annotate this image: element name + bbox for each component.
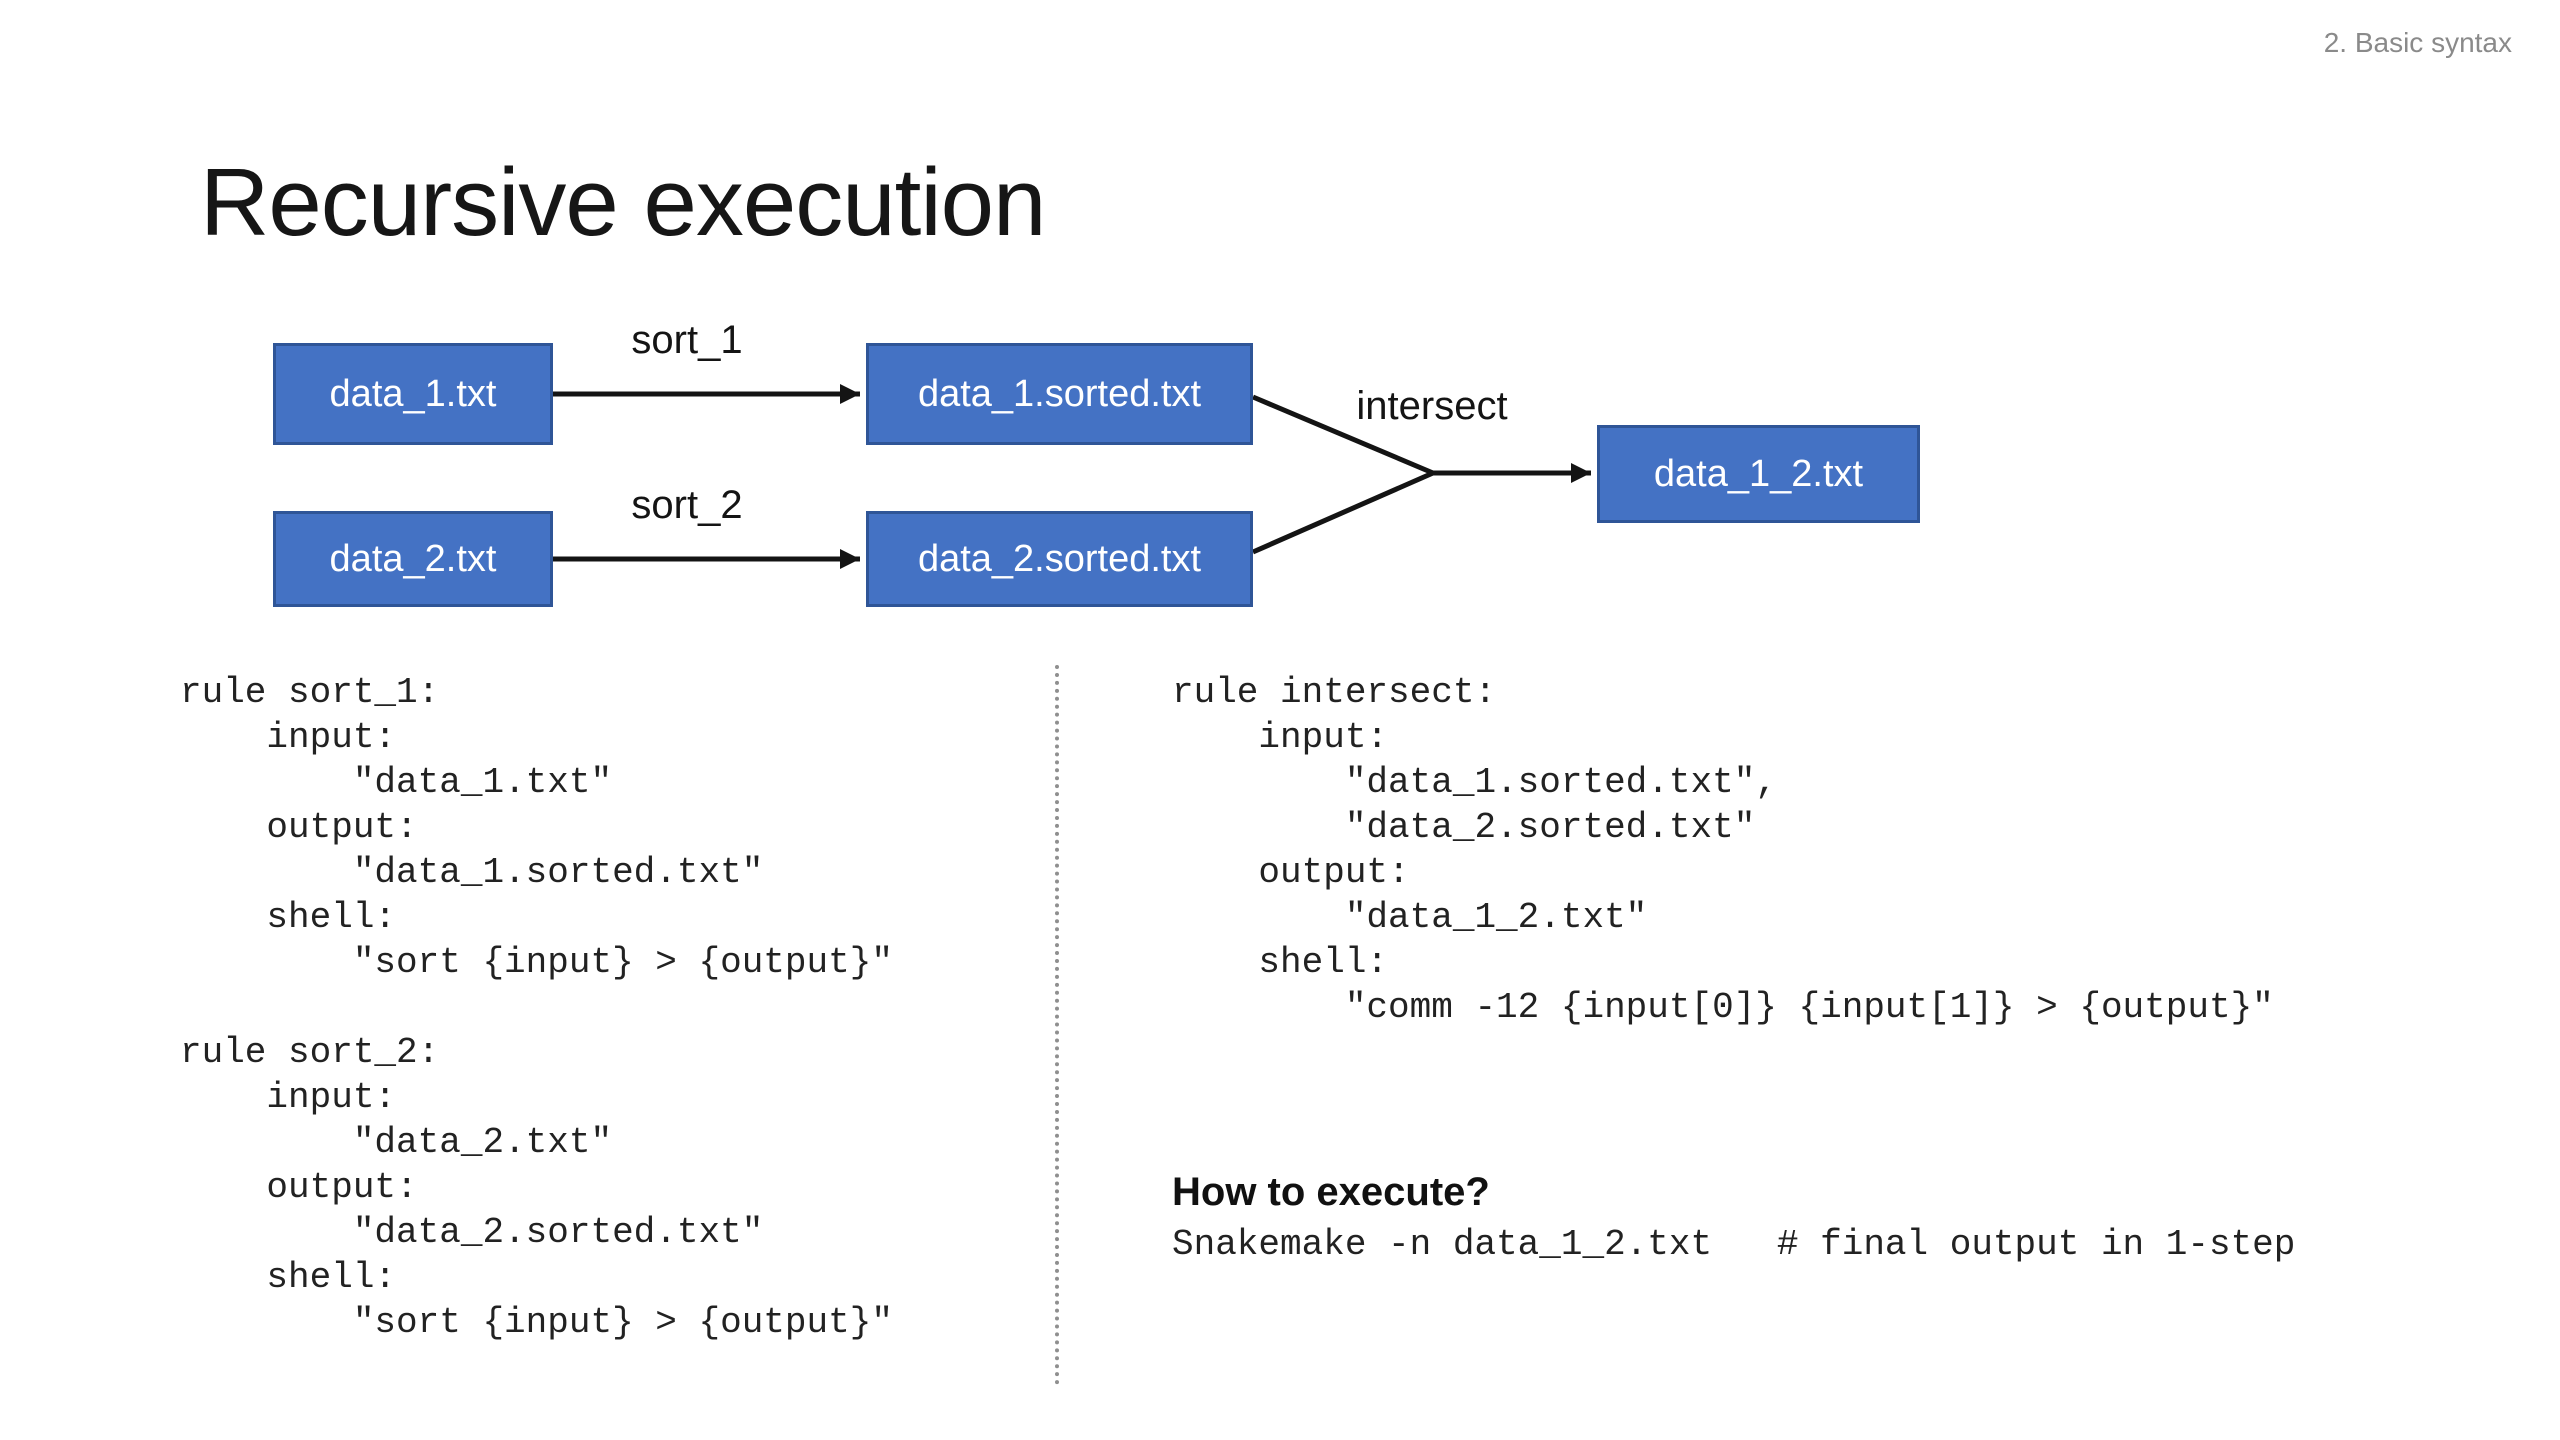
edge-label-sort-1: sort_1	[631, 318, 743, 362]
page-title: Recursive execution	[200, 149, 1046, 256]
code-block-right: rule intersect: input: "data_1.sorted.tx…	[1172, 672, 2274, 1028]
edge-sorted2-join	[1251, 470, 1435, 555]
node-data-2: data_2.txt	[273, 511, 553, 607]
how-to-execute-heading: How to execute?	[1172, 1170, 1490, 1214]
node-data-1-2: data_1_2.txt	[1597, 425, 1920, 523]
column-divider	[1055, 665, 1059, 1385]
node-data-1-sorted: data_1.sorted.txt	[866, 343, 1253, 445]
node-data-1: data_1.txt	[273, 343, 553, 445]
execute-command: Snakemake -n data_1_2.txt # final output…	[1172, 1224, 2296, 1265]
code-block-left: rule sort_1: input: "data_1.txt" output:…	[180, 672, 893, 1343]
edge-label-sort-2: sort_2	[631, 483, 743, 527]
node-data-2-sorted: data_2.sorted.txt	[866, 511, 1253, 607]
section-label: 2. Basic syntax	[2323, 27, 2512, 58]
edge-label-intersect: intersect	[1356, 384, 1508, 428]
